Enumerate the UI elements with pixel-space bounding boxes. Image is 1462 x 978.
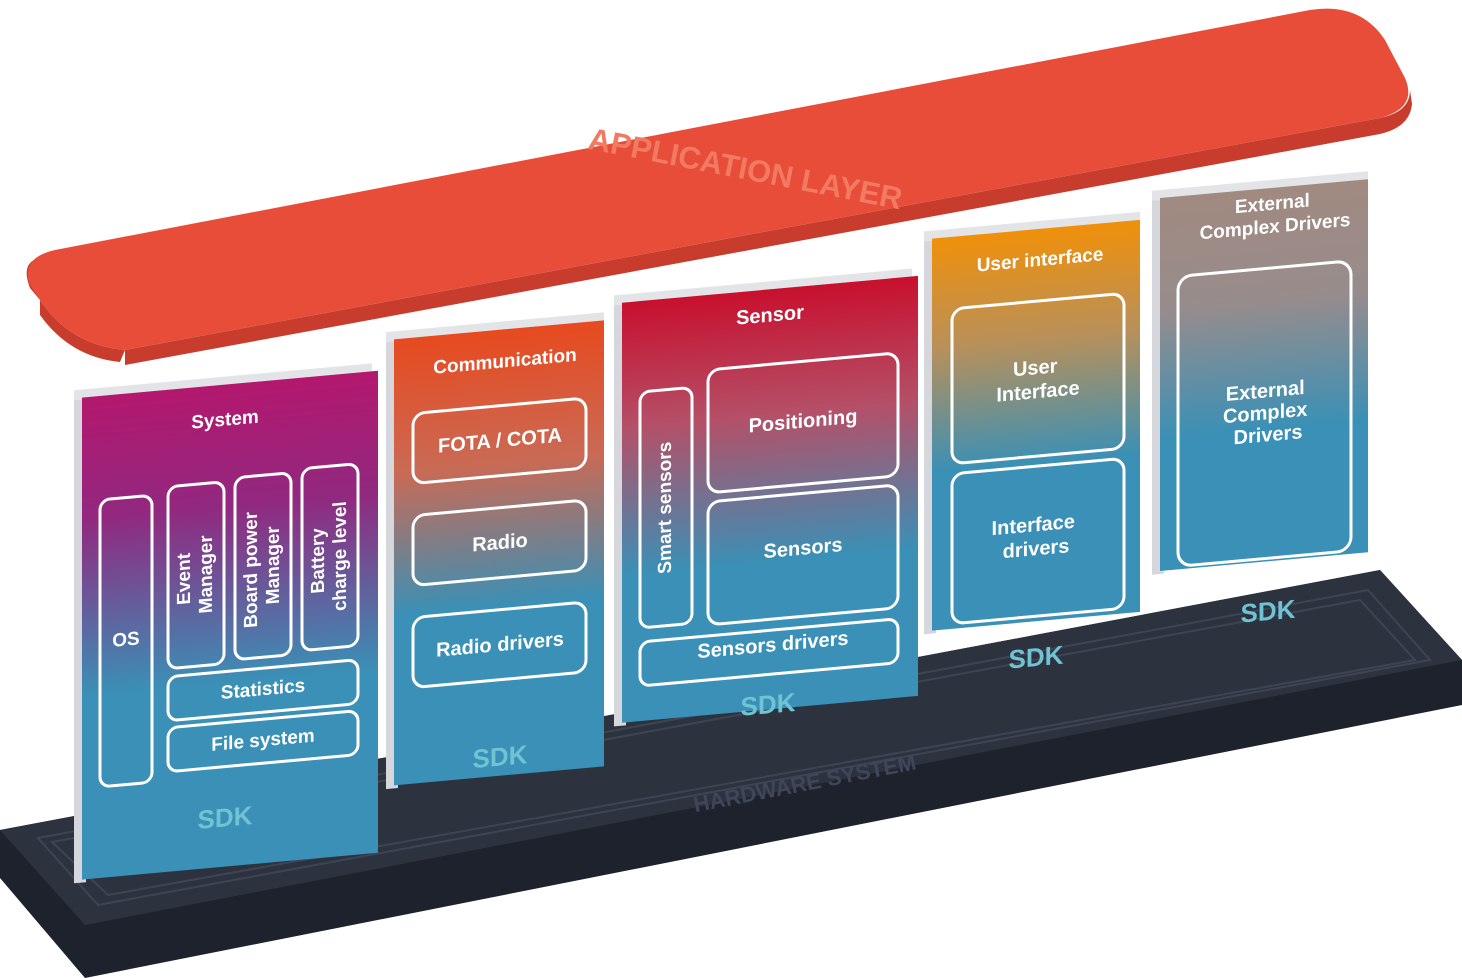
file-system-box (166, 709, 360, 773)
event-manager-label: Event Manager (174, 534, 217, 617)
smart-sensors-label: Smart sensors (655, 441, 676, 575)
board-power-manager-label: Board power Manager (241, 504, 284, 629)
user-interface-block: User interface User Interface Interface … (924, 211, 1140, 675)
smart-sensors-box (638, 386, 694, 629)
sensor-sdk-label: SDK (741, 687, 796, 722)
user-interface-panel (932, 219, 1140, 631)
external-sdk-label: SDK (1241, 594, 1296, 629)
radio-box (411, 499, 588, 587)
event-manager-box (166, 481, 226, 670)
system-sdk-label: SDK (198, 800, 253, 835)
os-label: OS (112, 628, 139, 651)
system-panel (82, 370, 378, 880)
communication-panel (394, 320, 604, 786)
application-layer-bar: APPLICATION LAYER (26, 8, 1412, 365)
communication-block: Communication FOTA / COTA Radio Radio dr… (386, 312, 604, 790)
sensor-panel (622, 275, 918, 723)
user-interface-sdk-label: SDK (1009, 640, 1064, 675)
sensors-box (706, 484, 900, 626)
battery-charge-level-label: Battery charge level (308, 500, 351, 614)
statistics-box (166, 658, 360, 722)
external-complex-drivers-label: External Complex Drivers (1223, 376, 1313, 450)
external-complex-drivers-box (1176, 260, 1353, 567)
fota-cota-box (411, 397, 588, 485)
sensor-block: Sensor Smart sensors Positioning Sensors… (614, 268, 918, 727)
positioning-box (706, 352, 900, 494)
battery-charge-level-box (300, 462, 360, 652)
system-block: System OS Event Manager Board power Mana… (74, 363, 378, 884)
communication-sdk-label: SDK (473, 739, 528, 774)
external-complex-drivers-block: External Complex Drivers External Comple… (1152, 171, 1368, 629)
external-panel (1160, 179, 1368, 572)
radio-label: Radio (472, 530, 528, 557)
sensors-drivers-box (638, 618, 900, 687)
user-interface-inner-box (950, 292, 1126, 465)
radio-drivers-box (411, 601, 588, 689)
os-box (98, 494, 154, 788)
board-power-manager-box (233, 472, 293, 661)
interface-drivers-box (950, 457, 1126, 625)
